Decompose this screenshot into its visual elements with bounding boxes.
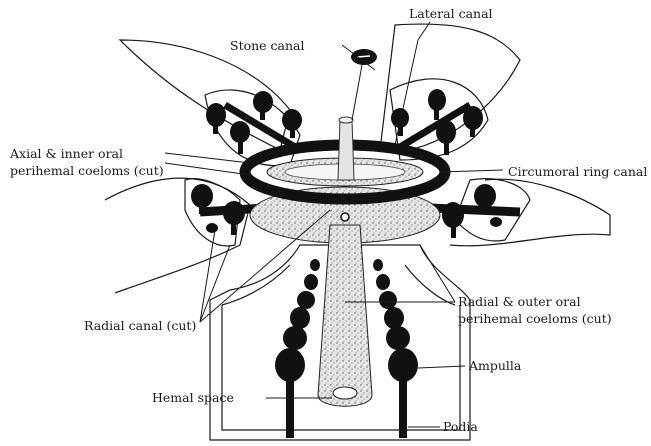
stone-canal-top xyxy=(339,117,353,123)
label-hemal-space: Hemal space xyxy=(152,390,234,405)
label-ampulla: Ampulla xyxy=(468,358,522,373)
ampullae-lower-right-column xyxy=(373,259,418,438)
label-podia: Podia xyxy=(443,419,478,434)
label-radial-canal: Radial canal (cut) xyxy=(84,318,196,333)
label-radial-outer-line1: Radial & outer oral xyxy=(458,294,581,309)
label-lateral-canal: Lateral canal xyxy=(409,6,493,21)
label-radial-outer-line2: perihemal coeloms (cut) xyxy=(458,311,612,326)
stone-canal xyxy=(338,120,354,180)
madreporite-slit xyxy=(357,56,370,57)
label-axial-inner-line2: perihemal coeloms (cut) xyxy=(10,163,164,178)
stone-canal-stalk xyxy=(352,65,362,120)
hemal-space xyxy=(333,387,357,399)
ampullae-lower-left-column xyxy=(275,259,320,438)
label-axial-inner-line1: Axial & inner oral xyxy=(9,146,123,161)
label-circumoral-ring: Circumoral ring canal xyxy=(508,164,647,179)
radial-perihemal-coelom xyxy=(318,225,372,406)
label-stone-canal: Stone canal xyxy=(230,38,305,53)
center-node xyxy=(341,213,349,221)
